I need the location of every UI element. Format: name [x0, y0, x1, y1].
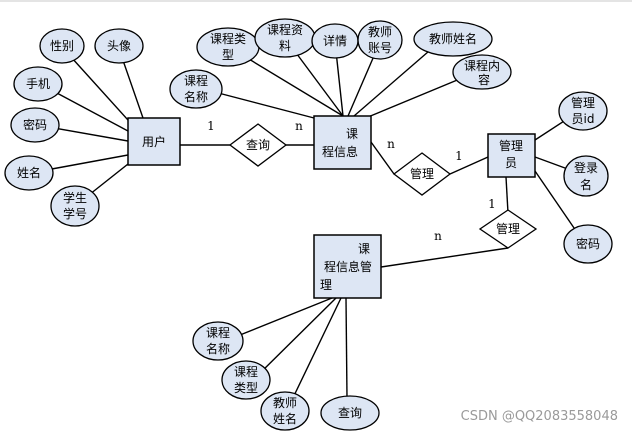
rel-manage-mgmt-label: 管理	[496, 221, 520, 236]
entity-course-mgmt: 课 程信息管 理	[313, 234, 382, 299]
svg-text:型: 型	[222, 48, 234, 62]
svg-text:教师: 教师	[273, 395, 297, 410]
svg-text:课程: 课程	[206, 325, 230, 340]
attr-admin-password: 密码	[563, 224, 613, 264]
svg-text:课程内: 课程内	[464, 58, 500, 73]
attr-user-phone: 手机	[13, 66, 63, 102]
attr-course-details: 详情	[311, 23, 359, 59]
svg-text:密码: 密码	[576, 236, 600, 251]
attr-course-name: 课程 名称	[169, 69, 223, 109]
rel-manage-info-label: 管理	[410, 166, 434, 181]
rel-manage-info: 管理	[392, 152, 452, 196]
card-query-course: n	[295, 119, 303, 133]
entity-admin-label-1: 管理	[499, 138, 523, 153]
svg-text:料: 料	[279, 39, 291, 53]
rel-query-label: 查询	[246, 138, 270, 152]
svg-text:容: 容	[478, 72, 490, 87]
svg-text:员id: 员id	[572, 112, 595, 126]
attr-mgmt-query: 查询	[320, 395, 380, 431]
svg-text:课程资: 课程资	[267, 22, 303, 37]
attr-course-content: 课程内 容	[452, 54, 512, 90]
svg-text:姓名: 姓名	[273, 411, 297, 426]
entity-admin-label-2: 员	[505, 156, 517, 170]
entity-user-label: 用户	[142, 134, 166, 149]
svg-text:教师姓名: 教师姓名	[429, 31, 477, 46]
card-course-manage: n	[387, 137, 395, 151]
attr-teacher-account: 教师 账号	[357, 20, 403, 60]
svg-text:详情: 详情	[323, 33, 347, 48]
svg-text:课程: 课程	[234, 364, 258, 379]
svg-text:管理: 管理	[571, 95, 595, 110]
attr-admin-login: 登录 名	[563, 155, 609, 197]
svg-text:账号: 账号	[368, 41, 392, 55]
entity-course-mgmt-label-2: 程信息管	[324, 259, 372, 274]
svg-text:学号: 学号	[63, 206, 87, 221]
attr-admin-id: 管理 员id	[558, 91, 608, 131]
entity-course-info-label-1: 课	[346, 127, 358, 141]
attr-course-type: 课程类 型	[196, 27, 260, 67]
svg-text:姓名: 姓名	[17, 165, 41, 180]
entity-admin: 管理 员	[487, 133, 536, 178]
svg-text:名称: 名称	[184, 89, 208, 104]
svg-text:查询: 查询	[338, 406, 362, 420]
svg-text:登录: 登录	[574, 160, 598, 175]
attr-user-name: 姓名	[4, 155, 54, 191]
entity-course-mgmt-label-1: 课	[358, 242, 370, 256]
svg-text:课程类: 课程类	[210, 31, 246, 46]
card-user-query: 1	[207, 119, 215, 133]
svg-text:教师: 教师	[368, 24, 392, 39]
attr-mgmt-teacher-name: 教师 姓名	[260, 391, 310, 431]
svg-text:类型: 类型	[234, 381, 258, 395]
rel-manage-mgmt: 管理	[478, 209, 538, 249]
attr-mgmt-course-name: 课程 名称	[192, 321, 244, 361]
svg-text:名称: 名称	[206, 341, 230, 356]
attr-user-avatar: 头像	[94, 28, 144, 64]
attr-user-gender: 性别	[39, 28, 85, 64]
attr-user-password: 密码	[10, 107, 60, 143]
card-admin-manage2: 1	[488, 197, 496, 211]
card-manage-admin: 1	[455, 149, 463, 163]
attr-user-student-id: 学生 学号	[50, 185, 100, 227]
watermark-text: CSDN @QQ2083558048	[461, 409, 618, 424]
rel-query: 查询	[228, 123, 288, 167]
svg-text:名: 名	[580, 177, 592, 192]
svg-text:学生: 学生	[63, 190, 87, 205]
card-manage2-mgmt: n	[434, 229, 442, 243]
attr-mgmt-course-type: 课程 类型	[221, 360, 271, 400]
entity-user: 用户	[127, 117, 181, 166]
entity-course-info: 课 程信息	[313, 115, 372, 170]
svg-text:性别: 性别	[50, 39, 74, 53]
attr-course-material: 课程资 料	[254, 18, 316, 58]
entity-course-mgmt-label-3: 理	[320, 278, 332, 292]
attr-teacher-name: 教师姓名	[413, 21, 493, 57]
svg-text:课程: 课程	[184, 73, 208, 88]
svg-text:密码: 密码	[23, 117, 47, 132]
svg-text:手机: 手机	[26, 77, 50, 91]
svg-text:头像: 头像	[107, 39, 131, 53]
entity-course-info-label-2: 程信息	[322, 144, 358, 159]
